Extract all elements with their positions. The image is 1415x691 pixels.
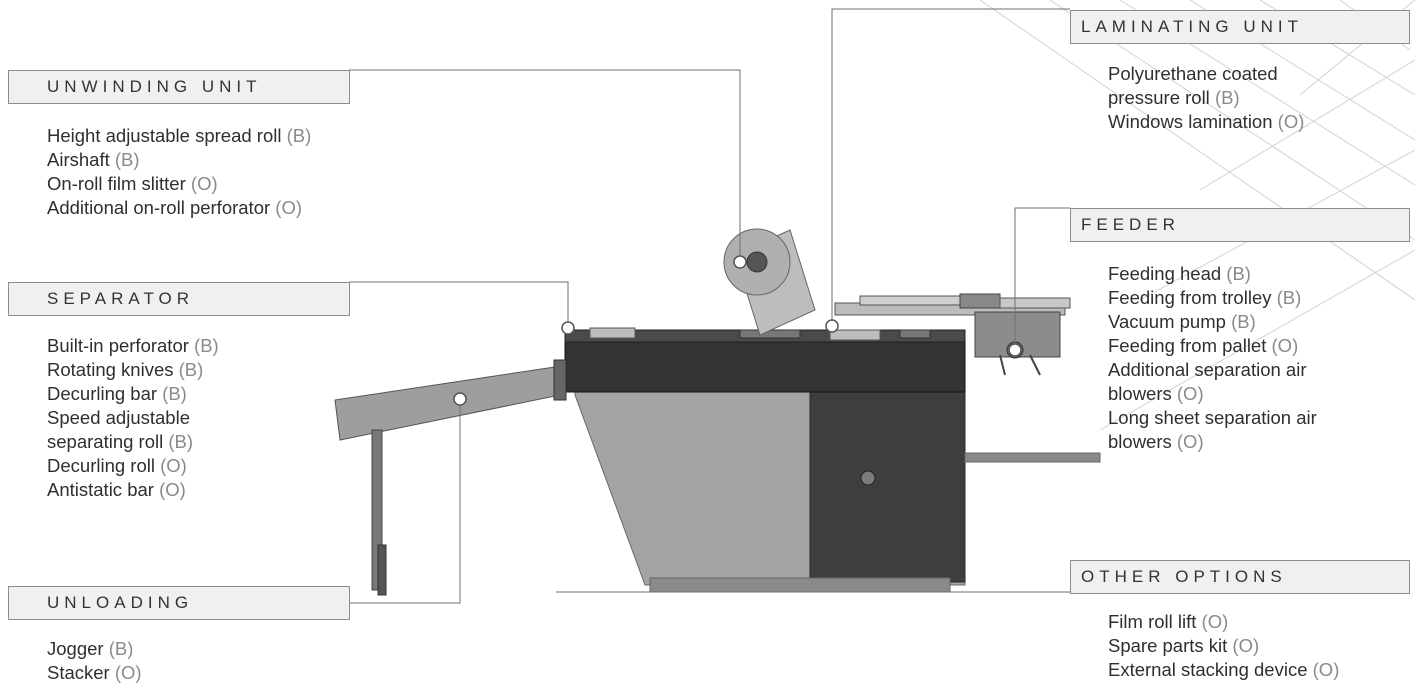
list-item: On-roll film slitter (O) xyxy=(47,173,218,194)
list-item: blowers (O) xyxy=(1108,431,1204,452)
dot-laminating xyxy=(825,319,839,333)
dot-unloading xyxy=(453,392,467,406)
leader-lines xyxy=(349,8,1070,604)
separator-title: SEPARATOR xyxy=(47,289,195,308)
separator-list: Built-in perforator (B) Rotating knives … xyxy=(47,334,219,502)
laminating-unit-list: Polyurethane coated pressure roll (B) Wi… xyxy=(1108,62,1304,134)
list-item: Speed adjustable xyxy=(47,407,190,428)
other-options-list: Film roll lift (O) Spare parts kit (O) E… xyxy=(1108,610,1339,682)
list-item: Feeding from trolley (B) xyxy=(1108,287,1302,308)
list-item: Feeding head (B) xyxy=(1108,263,1251,284)
separator-header: SEPARATOR xyxy=(8,282,350,316)
other-options-header: OTHER OPTIONS xyxy=(1070,560,1410,594)
list-item: Vacuum pump (B) xyxy=(1108,311,1256,332)
other-options-title: OTHER OPTIONS xyxy=(1081,567,1287,586)
list-item: separating roll (B) xyxy=(47,431,194,452)
list-item: Decurling roll (O) xyxy=(47,455,187,476)
feeder-assembly xyxy=(834,293,1101,463)
list-item: blowers (O) xyxy=(1108,383,1204,404)
list-item: Additional on-roll perforator (O) xyxy=(47,197,303,218)
list-item: Film roll lift (O) xyxy=(1108,611,1229,632)
unloading-list: Jogger (B) Stacker (O) xyxy=(47,637,142,685)
feeder-header: FEEDER xyxy=(1070,208,1410,242)
unwinding-unit-title: UNWINDING UNIT xyxy=(47,77,262,96)
list-item: Airshaft (B) xyxy=(47,149,140,170)
callout-dots xyxy=(453,255,1022,406)
list-item: pressure roll (B) xyxy=(1108,87,1240,108)
list-item: Windows lamination (O) xyxy=(1108,111,1305,132)
list-item: External stacking device (O) xyxy=(1108,659,1340,680)
list-item: Spare parts kit (O) xyxy=(1108,635,1260,656)
dot-unwinding xyxy=(733,255,747,269)
feeder-title: FEEDER xyxy=(1081,215,1180,234)
list-item: Rotating knives (B) xyxy=(47,359,204,380)
list-item: Stacker (O) xyxy=(47,662,142,683)
laminating-unit-title: LAMINATING UNIT xyxy=(1081,17,1304,36)
list-item: Additional separation air xyxy=(1108,359,1307,380)
unwinding-roll xyxy=(723,228,816,336)
list-item: Decurling bar (B) xyxy=(47,383,187,404)
dot-separator xyxy=(561,321,575,335)
list-item: Height adjustable spread roll (B) xyxy=(47,125,312,146)
machine-body xyxy=(564,327,966,593)
list-item: Built-in perforator (B) xyxy=(47,335,219,356)
delivery-tray xyxy=(334,359,567,596)
feeder-list: Feeding head (B) Feeding from trolley (B… xyxy=(1108,262,1317,454)
dot-feeder xyxy=(1008,343,1022,357)
laminating-unit-header: LAMINATING UNIT xyxy=(1070,10,1410,44)
unwinding-unit-header: UNWINDING UNIT xyxy=(8,70,350,104)
list-item: Antistatic bar (O) xyxy=(47,479,186,500)
list-item: Long sheet separation air xyxy=(1108,407,1317,428)
list-item: Feeding from pallet (O) xyxy=(1108,335,1299,356)
list-item: Polyurethane coated xyxy=(1108,63,1278,84)
unloading-header: UNLOADING xyxy=(8,586,350,620)
unwinding-unit-list: Height adjustable spread roll (B) Airsha… xyxy=(47,124,311,220)
unloading-title: UNLOADING xyxy=(47,593,194,612)
list-item: Jogger (B) xyxy=(47,638,134,659)
